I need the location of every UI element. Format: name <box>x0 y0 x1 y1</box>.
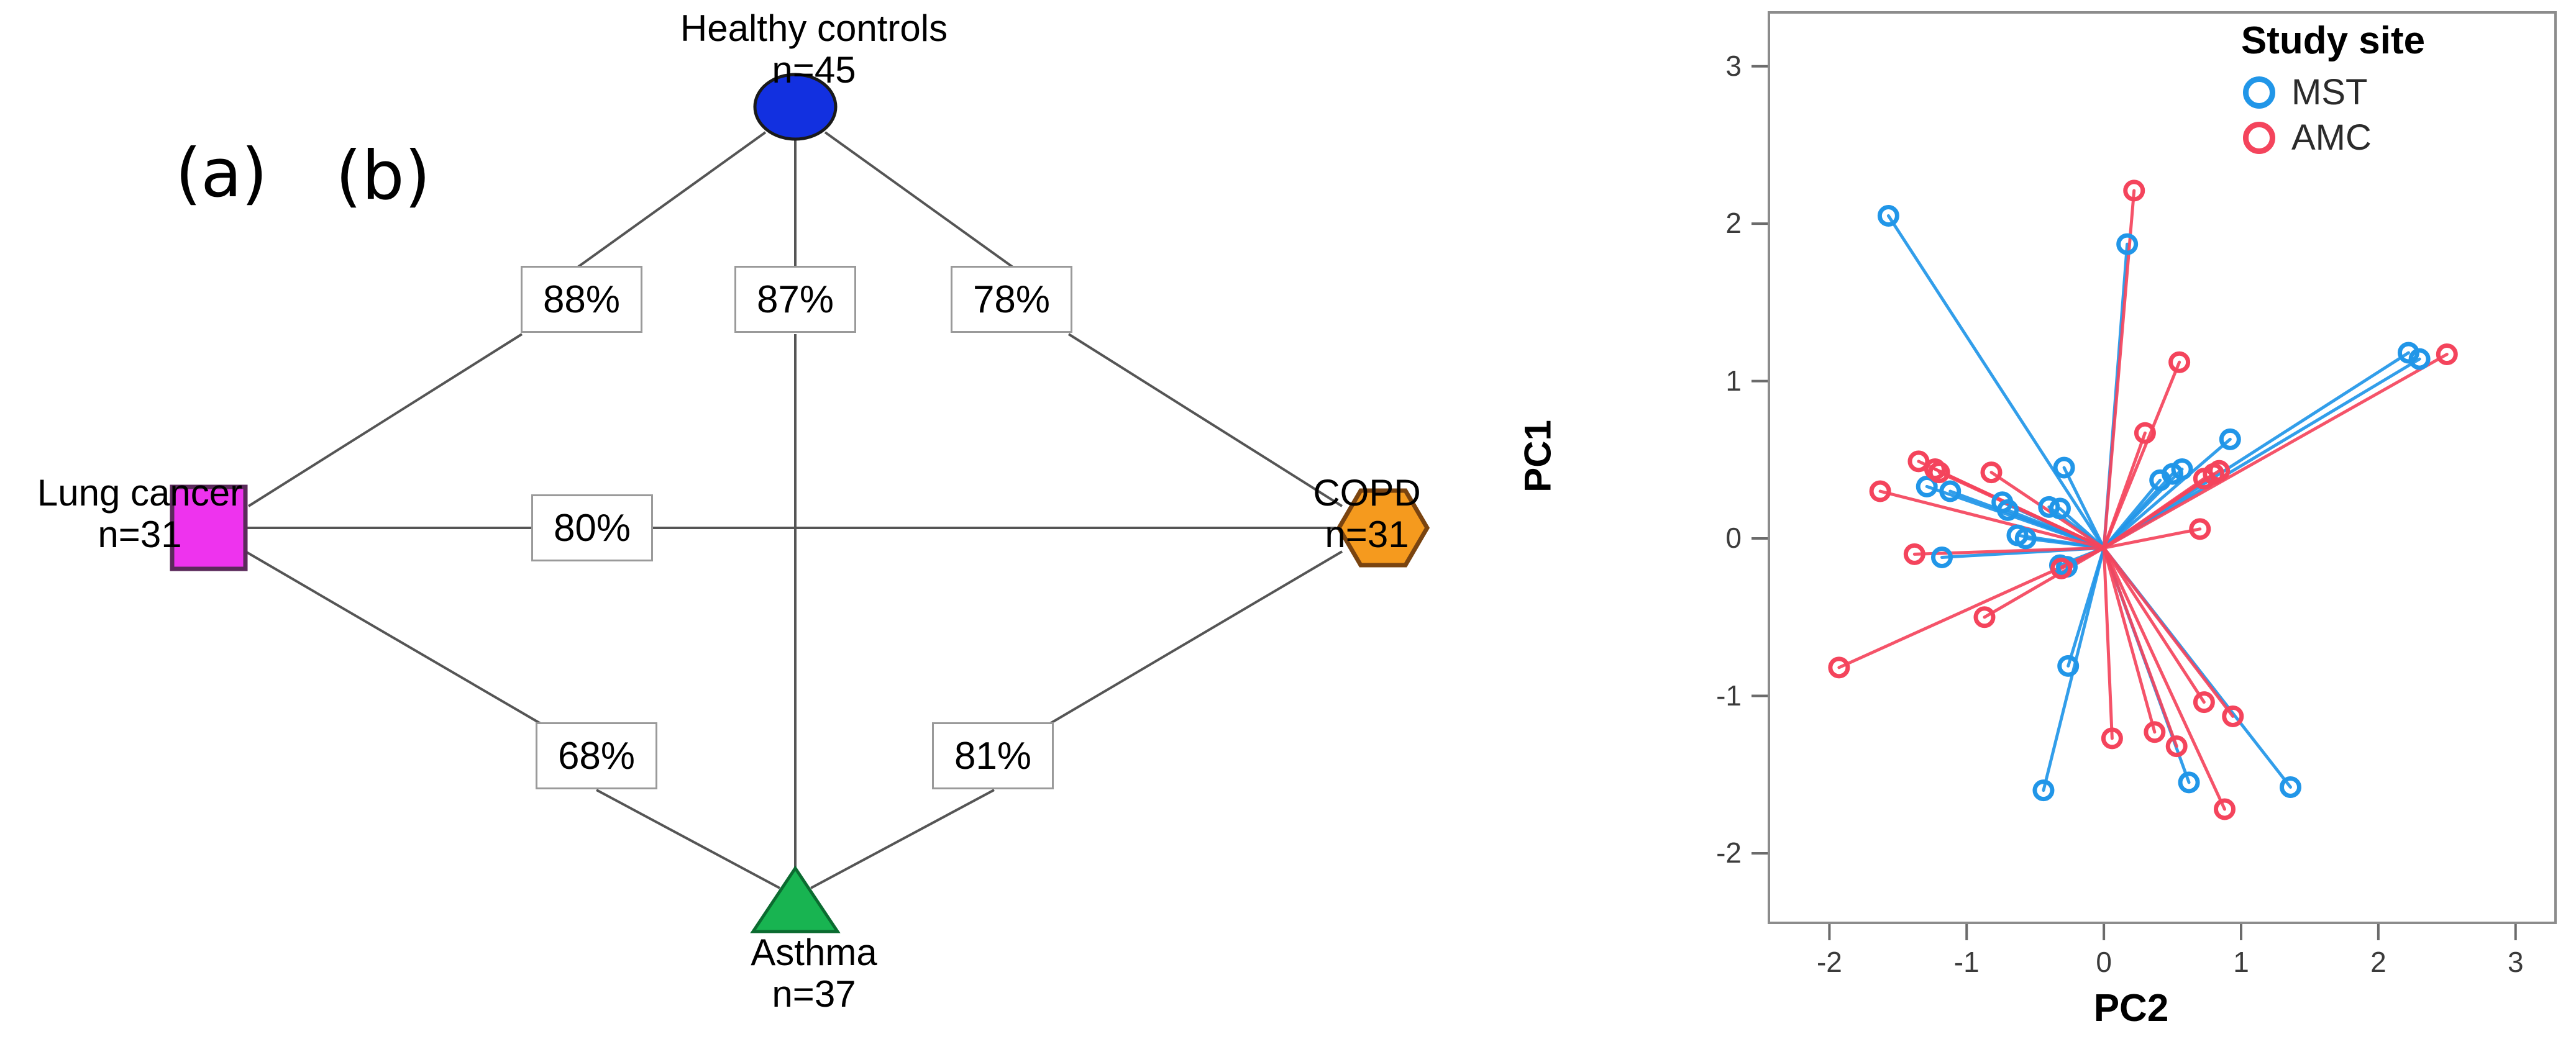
node-lung-cancer[interactable] <box>170 484 248 571</box>
legend-item-mst[interactable]: MST <box>2243 71 2467 113</box>
node-name-lung-cancer: Lung cancer <box>37 472 243 514</box>
x-axis-tick-label: 3 <box>2507 946 2524 978</box>
node-label-lung-cancer: Lung cancer n=31 <box>6 472 273 555</box>
series-lines-mst <box>1886 214 2421 792</box>
series-markers-mst <box>1877 204 2431 802</box>
edge-label-healthy-copd: 78% <box>951 266 1072 333</box>
panel-b-label: (b) <box>336 137 431 215</box>
legend-marker-mst-circle-icon <box>2243 76 2275 109</box>
y-axis-tick-label: 0 <box>1725 522 1742 555</box>
x-axis-tick-label: 0 <box>2096 946 2112 978</box>
y-axis-tick-label: 1 <box>1725 364 1742 397</box>
node-copd[interactable] <box>1336 488 1430 568</box>
node-name-copd: COPD <box>1313 472 1421 514</box>
edge-label-healthy-lung: 88% <box>521 266 642 333</box>
node-name-healthy-controls: Healthy controls <box>680 7 948 49</box>
node-healthy-controls[interactable] <box>753 73 838 141</box>
x-axis-tick-label: -1 <box>1953 946 1980 978</box>
plot-area-frame <box>1768 11 2557 924</box>
y-axis-tick-label: 3 <box>1725 49 1742 82</box>
node-label-healthy-controls: Healthy controls n=45 <box>640 7 988 91</box>
node-label-copd: COPD n=31 <box>1243 472 1491 555</box>
legend-title: Study site <box>2240 19 2426 62</box>
edge-label-lung-copd: 80% <box>531 494 653 561</box>
x-axis-tick-label: 2 <box>2370 946 2386 978</box>
node-count-asthma: n=37 <box>772 973 856 1015</box>
network-graph-edges <box>170 73 1430 933</box>
node-count-copd: n=31 <box>1325 514 1409 556</box>
y-axis-tick-label: 2 <box>1725 207 1742 240</box>
x-axis-tick-label: 1 <box>2233 946 2249 978</box>
series-markers-amc <box>1828 179 2458 820</box>
legend-label-mst: MST <box>2291 72 2368 112</box>
edge-label-healthy-asthma: 87% <box>734 266 856 333</box>
panel-a-label: (a) <box>175 135 267 212</box>
legend: Study site MST AMC <box>2199 19 2467 162</box>
y-axis-label: PC1 <box>1517 420 1559 492</box>
y-axis-tick-label: -1 <box>1716 679 1742 712</box>
edge-label-copd-asthma: 81% <box>932 722 1054 789</box>
legend-marker-amc-circle-icon <box>2243 121 2275 154</box>
node-count-lung-cancer: n=31 <box>98 514 182 556</box>
x-axis-label: PC2 <box>2093 987 2169 1030</box>
scatter-plot-canvas <box>1752 65 2517 940</box>
panel-a-network-diagram: (a) <box>6 7 1491 1015</box>
legend-label-amc: AMC <box>2291 117 2372 158</box>
y-axis-tick-label: -2 <box>1716 836 1742 869</box>
node-count-healthy-controls: n=45 <box>772 49 856 91</box>
edge-label-lung-asthma: 68% <box>536 722 657 789</box>
x-axis-tick-label: -2 <box>1816 946 1842 978</box>
node-label-asthma: Asthma n=37 <box>659 932 969 1015</box>
node-asthma[interactable] <box>750 865 841 933</box>
legend-item-amc[interactable]: AMC <box>2243 117 2467 158</box>
node-name-asthma: Asthma <box>751 932 877 973</box>
panel-b-pca-scatter: (b) PC1 PC2 Study site MST AMC -2 -1 0 1 2 3 -… <box>336 0 2576 1057</box>
